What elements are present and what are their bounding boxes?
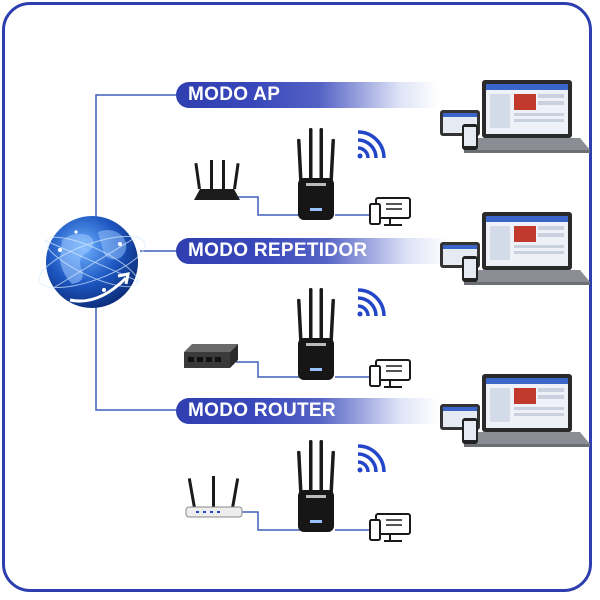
mode-label-repeater: MODO REPETIDOR [176, 238, 448, 264]
mode-label-router-text: MODO ROUTER [188, 400, 336, 421]
mode-label-repeater-text: MODO REPETIDOR [188, 240, 368, 261]
mode-label-ap-text: MODO AP [188, 84, 281, 105]
laptop-icon-repeater [440, 212, 590, 285]
router-wan-link [240, 511, 300, 531]
repeater-switch-link [236, 361, 300, 378]
ap-router-link [232, 196, 300, 216]
mode-label-ap: MODO AP [176, 82, 438, 108]
router-icon-ap [194, 160, 240, 200]
switch-icon [184, 344, 238, 368]
router-icon-router [185, 476, 243, 518]
laptop-icon-router [440, 374, 590, 447]
laptop-icon-ap [440, 80, 590, 153]
mode-label-router: MODO ROUTER [176, 398, 438, 424]
